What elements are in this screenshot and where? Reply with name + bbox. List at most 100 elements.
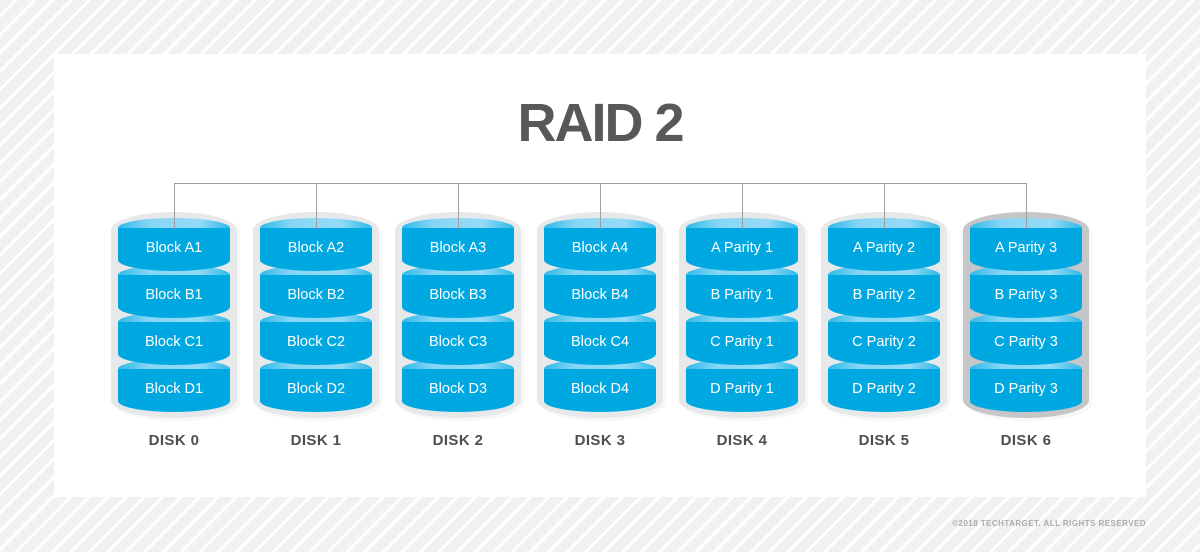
disk-label: DISK 3 <box>574 432 626 449</box>
cylinder-body <box>544 369 656 412</box>
disk-cylinder: Block A2 Block B2 Block C2 <box>253 212 379 418</box>
cylinder-body <box>970 322 1082 365</box>
cylinder-body <box>828 275 940 318</box>
cylinder-body <box>970 228 1082 271</box>
cylinder-body <box>828 369 940 412</box>
block-label: C Parity 2 <box>852 334 916 350</box>
block-label: Block B4 <box>571 287 629 303</box>
disk-label: DISK 5 <box>858 432 910 449</box>
block-label: Block C4 <box>570 334 630 350</box>
cylinder-body <box>544 275 656 318</box>
storage-block: Block B4 <box>544 265 656 318</box>
block-label: Block A2 <box>287 240 345 256</box>
storage-block: Block A1 <box>118 218 230 271</box>
storage-block: Block A3 <box>402 218 514 271</box>
block-label: B Parity 3 <box>994 287 1058 303</box>
cylinder-body <box>686 322 798 365</box>
cylinder-body <box>828 322 940 365</box>
disk-stack-0: Block A1 Block B1 Block C1 <box>111 212 237 449</box>
block-label: D Parity 2 <box>852 381 916 397</box>
cylinder-body <box>544 322 656 365</box>
disk-cylinder: A Parity 2 B Parity 2 C Parity 2 <box>821 212 947 418</box>
block-label: Block B2 <box>287 287 345 303</box>
storage-block: Block D3 <box>402 359 514 412</box>
block-label: Block C2 <box>286 334 346 350</box>
block-label: Block B1 <box>145 287 203 303</box>
cylinder-body <box>402 369 514 412</box>
block-label: A Parity 2 <box>852 240 916 256</box>
storage-block: Block C4 <box>544 312 656 365</box>
diagram-card: RAID 2 Block A1 <box>54 54 1146 497</box>
block-label: Block D2 <box>286 381 346 397</box>
cylinder-body <box>118 228 230 271</box>
disk-stack-1: Block A2 Block B2 Block C2 <box>253 212 379 449</box>
disk-stack-5: A Parity 2 B Parity 2 C Parity 2 <box>821 212 947 449</box>
storage-block: C Parity 3 <box>970 312 1082 365</box>
cylinder-body <box>686 228 798 271</box>
storage-block: B Parity 2 <box>828 265 940 318</box>
cylinder-body <box>402 228 514 271</box>
cylinder-body <box>118 322 230 365</box>
disk-stack-6: A Parity 3 B Parity 3 C Parity 3 <box>963 212 1089 449</box>
cylinder-body <box>260 275 372 318</box>
storage-block: Block D4 <box>544 359 656 412</box>
block-label: A Parity 3 <box>994 240 1058 256</box>
cylinder-body <box>118 369 230 412</box>
block-label: Block D1 <box>144 381 204 397</box>
storage-block: D Parity 2 <box>828 359 940 412</box>
connector-horizontal-line <box>174 183 1026 184</box>
cylinder-body <box>260 369 372 412</box>
storage-block: D Parity 1 <box>686 359 798 412</box>
storage-block: Block B3 <box>402 265 514 318</box>
cylinder-body <box>402 275 514 318</box>
storage-block: Block B2 <box>260 265 372 318</box>
block-label: D Parity 1 <box>710 381 774 397</box>
storage-block: C Parity 1 <box>686 312 798 365</box>
cylinder-body <box>544 228 656 271</box>
block-label: Block C3 <box>428 334 488 350</box>
disk-cylinder: A Parity 3 B Parity 3 C Parity 3 <box>963 212 1089 418</box>
storage-block: A Parity 1 <box>686 218 798 271</box>
storage-block: A Parity 3 <box>970 218 1082 271</box>
disk-label: DISK 2 <box>432 432 484 449</box>
block-label: Block A1 <box>145 240 203 256</box>
disk-stack-4: A Parity 1 B Parity 1 C Parity 1 <box>679 212 805 449</box>
block-label: C Parity 3 <box>994 334 1058 350</box>
disk-label: DISK 6 <box>1000 432 1052 449</box>
block-label: Block C1 <box>144 334 204 350</box>
diagram-title: RAID 2 <box>517 93 684 153</box>
disk-label: DISK 0 <box>148 432 200 449</box>
storage-block: D Parity 3 <box>970 359 1082 412</box>
disk-cylinder: A Parity 1 B Parity 1 C Parity 1 <box>679 212 805 418</box>
copyright-text: ©2018 TECHTARGET. ALL RIGHTS RESERVED <box>952 519 1146 528</box>
block-label: Block A4 <box>571 240 629 256</box>
block-label: B Parity 2 <box>852 287 916 303</box>
cylinder-body <box>402 322 514 365</box>
storage-block: Block A2 <box>260 218 372 271</box>
storage-block: Block C1 <box>118 312 230 365</box>
storage-block: Block C3 <box>402 312 514 365</box>
storage-block: Block D1 <box>118 359 230 412</box>
cylinder-body <box>686 275 798 318</box>
block-label: C Parity 1 <box>710 334 774 350</box>
storage-block: A Parity 2 <box>828 218 940 271</box>
block-label: Block D4 <box>570 381 630 397</box>
cylinder-body <box>118 275 230 318</box>
cylinder-body <box>260 228 372 271</box>
block-label: A Parity 1 <box>710 240 774 256</box>
block-label: Block B3 <box>429 287 487 303</box>
cylinder-body <box>828 228 940 271</box>
storage-block: Block D2 <box>260 359 372 412</box>
block-label: D Parity 3 <box>994 381 1058 397</box>
block-label: Block D3 <box>428 381 488 397</box>
cylinder-body <box>686 369 798 412</box>
storage-block: B Parity 1 <box>686 265 798 318</box>
storage-block: C Parity 2 <box>828 312 940 365</box>
disk-cylinder: Block A3 Block B3 Block C3 <box>395 212 521 418</box>
storage-block: Block B1 <box>118 265 230 318</box>
disk-stack-3: Block A4 Block B4 Block C4 <box>537 212 663 449</box>
block-label: Block A3 <box>429 240 487 256</box>
cylinder-body <box>260 322 372 365</box>
disk-cylinder: Block A1 Block B1 Block C1 <box>111 212 237 418</box>
